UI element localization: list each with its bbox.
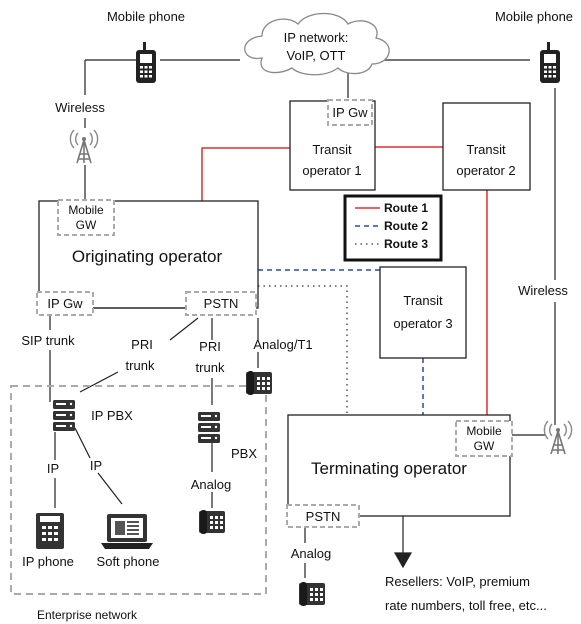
mobile-gw-term-label-1: Mobile xyxy=(466,424,502,438)
wireless-right-label: Wireless xyxy=(518,283,568,298)
pri-trunk-b-label-2: trunk xyxy=(196,360,225,375)
link-pstn-pri-a xyxy=(169,317,199,341)
ip-gw-orig-box xyxy=(36,291,94,316)
pri-trunk-b-label-1: PRI xyxy=(199,339,221,354)
pstn-orig-box xyxy=(185,291,257,316)
pri-trunk-a-label-2: trunk xyxy=(126,358,155,373)
ip-phone-label: IP phone xyxy=(22,554,74,569)
link-ippbx-ip-b xyxy=(74,427,123,505)
antenna-tower-left-icon xyxy=(69,129,99,164)
originating-operator-label: Originating operator xyxy=(72,247,223,266)
ip-b-label: IP xyxy=(90,458,102,473)
pstn-orig-label: PSTN xyxy=(204,296,239,311)
laptop-icon xyxy=(101,514,153,549)
mobile-gw-orig-label-2: GW xyxy=(76,218,97,232)
originating-operator-box xyxy=(38,200,259,309)
analog-pbx-label: Analog xyxy=(191,477,231,492)
enterprise-network-box xyxy=(10,385,267,595)
ip-gw-top-label: IP Gw xyxy=(332,105,368,120)
legend-route-3: Route 3 xyxy=(384,237,428,251)
desk-phone-term-analog-icon xyxy=(299,582,325,606)
pbx-server-icon xyxy=(198,412,220,443)
ip-network-cloud xyxy=(244,12,390,76)
ip-pbx-label: IP PBX xyxy=(91,408,133,423)
enterprise-network-label: Enterprise network xyxy=(37,608,138,622)
mobile-phone-left-icon xyxy=(136,42,156,83)
resellers-label-2: rate numbers, toll free, etc... xyxy=(385,598,547,613)
soft-phone-label: Soft phone xyxy=(97,554,160,569)
link-pri-a-ippbx xyxy=(79,371,119,393)
route3-orig-term xyxy=(258,285,348,414)
antenna-tower-right-icon xyxy=(543,420,573,455)
pstn-term-box xyxy=(286,504,360,528)
mobile-gw-term-box xyxy=(455,420,513,457)
ip-phone-icon xyxy=(36,513,64,549)
transit-operator-3-box xyxy=(379,266,467,359)
route1-orig-transit1 xyxy=(201,147,292,201)
wireless-left-label: Wireless xyxy=(55,100,105,115)
mobile-gw-orig-box xyxy=(57,199,115,236)
mobile-phone-right-label: Mobile phone xyxy=(495,9,573,24)
mobile-phone-left-label: Mobile phone xyxy=(107,9,185,24)
mobile-gw-orig-label-1: Mobile xyxy=(68,203,104,217)
route-1-lines xyxy=(201,146,488,422)
sip-trunk-label: SIP trunk xyxy=(21,333,75,348)
transit-operator-3-label-2: operator 3 xyxy=(393,316,452,331)
desk-phone-pbx-analog-icon xyxy=(199,510,225,534)
pstn-term-label: PSTN xyxy=(306,509,341,524)
route-legend: Route 1 Route 2 Route 3 xyxy=(343,194,443,262)
analog-term-label: Analog xyxy=(291,546,331,561)
ip-network-label-1: IP network: xyxy=(284,30,349,45)
transit-operator-1-label-1: Transit xyxy=(312,142,352,157)
pri-trunk-a-label-1: PRI xyxy=(131,337,153,352)
ip-pbx-server-icon xyxy=(53,400,75,431)
legend-route-2: Route 2 xyxy=(384,219,428,233)
route-3-lines xyxy=(258,285,348,414)
ip-gw-top-box xyxy=(327,99,373,126)
mobile-phone-right-icon xyxy=(540,42,560,83)
transit-operator-2-label-1: Transit xyxy=(466,142,506,157)
legend-route-1: Route 1 xyxy=(384,201,428,215)
pbx-label: PBX xyxy=(231,446,257,461)
analog-t1-label: Analog/T1 xyxy=(253,337,312,352)
ip-network-label-2: VoIP, OTT xyxy=(286,48,345,63)
transit-operator-1-label-2: operator 1 xyxy=(302,163,361,178)
arrow-resellers xyxy=(393,552,413,569)
ip-gw-orig-label: IP Gw xyxy=(47,296,83,311)
ip-a-label: IP xyxy=(47,461,59,476)
mobile-gw-term-label-2: GW xyxy=(474,439,495,453)
transit-operator-2-label-2: operator 2 xyxy=(456,163,515,178)
desk-phone-analog-t1-icon xyxy=(246,371,272,395)
route-2-lines xyxy=(258,269,424,415)
resellers-label-1: Resellers: VoIP, premium xyxy=(385,574,530,589)
transit-operator-2-box xyxy=(442,102,531,191)
terminating-operator-label: Terminating operator xyxy=(311,459,467,478)
transit-operator-3-label-1: Transit xyxy=(403,293,443,308)
